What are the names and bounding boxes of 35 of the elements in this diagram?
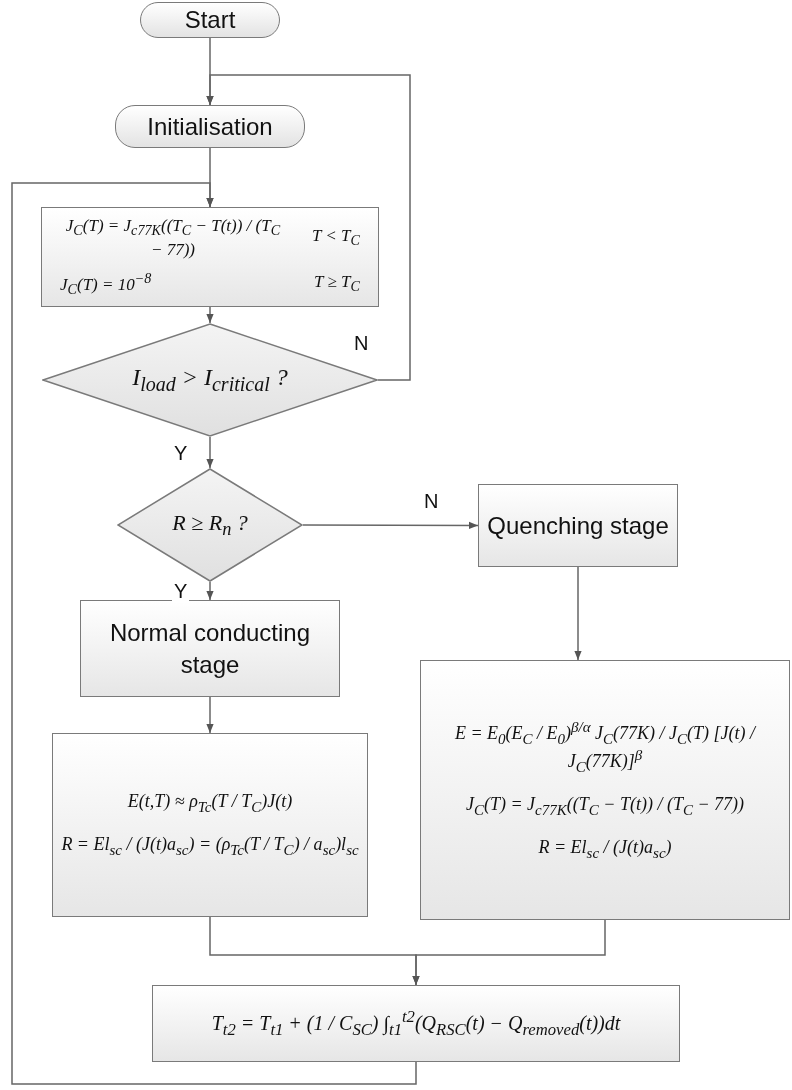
formula: I$_{load}$ > I$_{critical}$ ? <box>132 364 288 396</box>
box-label: Normal conducting stage <box>108 618 312 680</box>
formula: E = E$_{0}$(E$_{C}$ / E$_{0}$)$^{β/α}$ J$_{C}$(77K) / J$_{C}$(T) [J(t) / J$_{C}$(77K)]$^{β}$ <box>453 718 757 776</box>
box-label: Initialisation <box>146 111 274 142</box>
formula-box <box>52 733 368 917</box>
formula-box <box>152 985 680 1062</box>
formula: T$_{t2}$ = T$_{t1}$ + (1 / C$_{SC}$) ∫$_{t1}$$^{t2}$(Q$_{RSC}$(t) − Q$_{removed}$(t))dt <box>210 1007 622 1040</box>
formula: J$_{C}$(T) = J$_{c77K}$((T$_{C}$ − T(t)) / (T$_{C}$ − 77)) <box>64 216 282 260</box>
arrow <box>302 521 479 530</box>
decision-diamond <box>117 468 303 582</box>
arrow <box>206 696 214 734</box>
terminal-box <box>140 2 280 38</box>
arrow <box>574 566 582 661</box>
formula: J$_{C}$(T) = 10$^{−8}$ <box>59 269 153 298</box>
formula: T ≥ T$_{C}$ <box>313 272 361 296</box>
arrow <box>206 306 214 324</box>
arrow <box>206 436 214 469</box>
terminal-box <box>115 105 305 148</box>
arrow <box>412 919 606 986</box>
arrow <box>206 581 214 601</box>
formula-box <box>41 207 379 307</box>
formula: J$_{C}$(T) = J$_{c77K}$((T$_{C}$ − T(t)) / (T$_{C}$ − 77)) <box>464 794 746 819</box>
process-box <box>80 600 340 697</box>
arrow <box>11 182 417 1085</box>
process-box <box>478 484 678 567</box>
decision-diamond <box>42 323 378 437</box>
formula: E(t,T) ≈ ρ$_{Tc}$(T / T$_{C}$)J(t) <box>126 791 294 816</box>
formula: R = El$_{sc}$ / (J(t)a$_{sc}$) <box>537 836 673 862</box>
arrow <box>206 74 411 381</box>
formula: R = El$_{sc}$ / (J(t)a$_{sc}$) = (ρ$_{Tc}$(T / T$_{C}$) / a$_{sc}$)l$_{sc}$ <box>60 834 360 859</box>
box-label: Start <box>183 5 237 36</box>
formula-box <box>420 660 790 920</box>
box-label: Quenching stage <box>486 510 670 541</box>
formula: R ≥ R$_{n}$ ? <box>172 509 248 541</box>
formula: T < T$_{C}$ <box>310 226 361 250</box>
